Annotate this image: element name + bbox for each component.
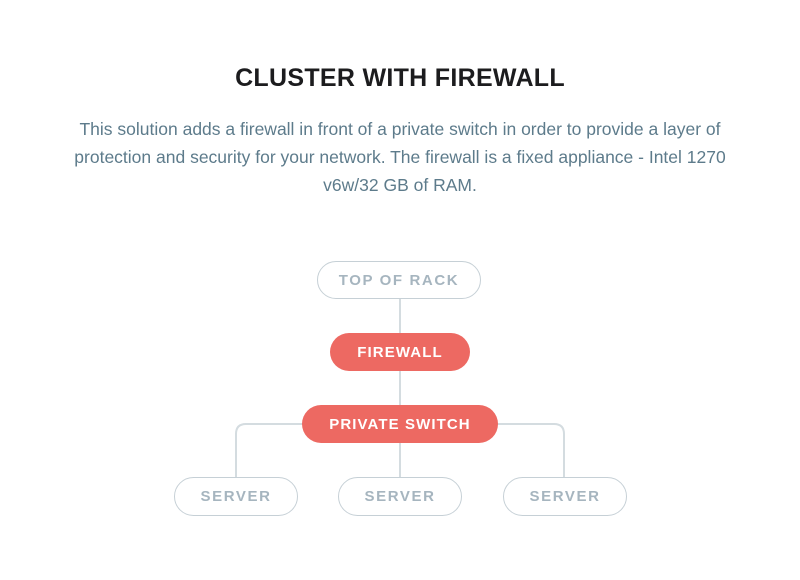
node-server-1: SERVER <box>174 477 298 516</box>
node-firewall-label: FIREWALL <box>357 343 443 361</box>
node-top-of-rack: TOP OF RACK <box>317 261 481 299</box>
node-server-2: SERVER <box>338 477 462 516</box>
node-server-3-label: SERVER <box>529 488 601 505</box>
node-server-1-label: SERVER <box>200 488 272 505</box>
node-private-switch-label: PRIVATE SWITCH <box>329 415 471 433</box>
page-description: This solution adds a firewall in front o… <box>74 119 726 195</box>
node-private-switch: PRIVATE SWITCH <box>302 405 498 443</box>
node-top-of-rack-label: TOP OF RACK <box>338 271 460 289</box>
node-firewall: FIREWALL <box>330 333 470 371</box>
page-title: CLUSTER WITH FIREWALL <box>235 64 565 92</box>
node-server-2-label: SERVER <box>364 488 436 505</box>
node-server-3: SERVER <box>503 477 627 516</box>
